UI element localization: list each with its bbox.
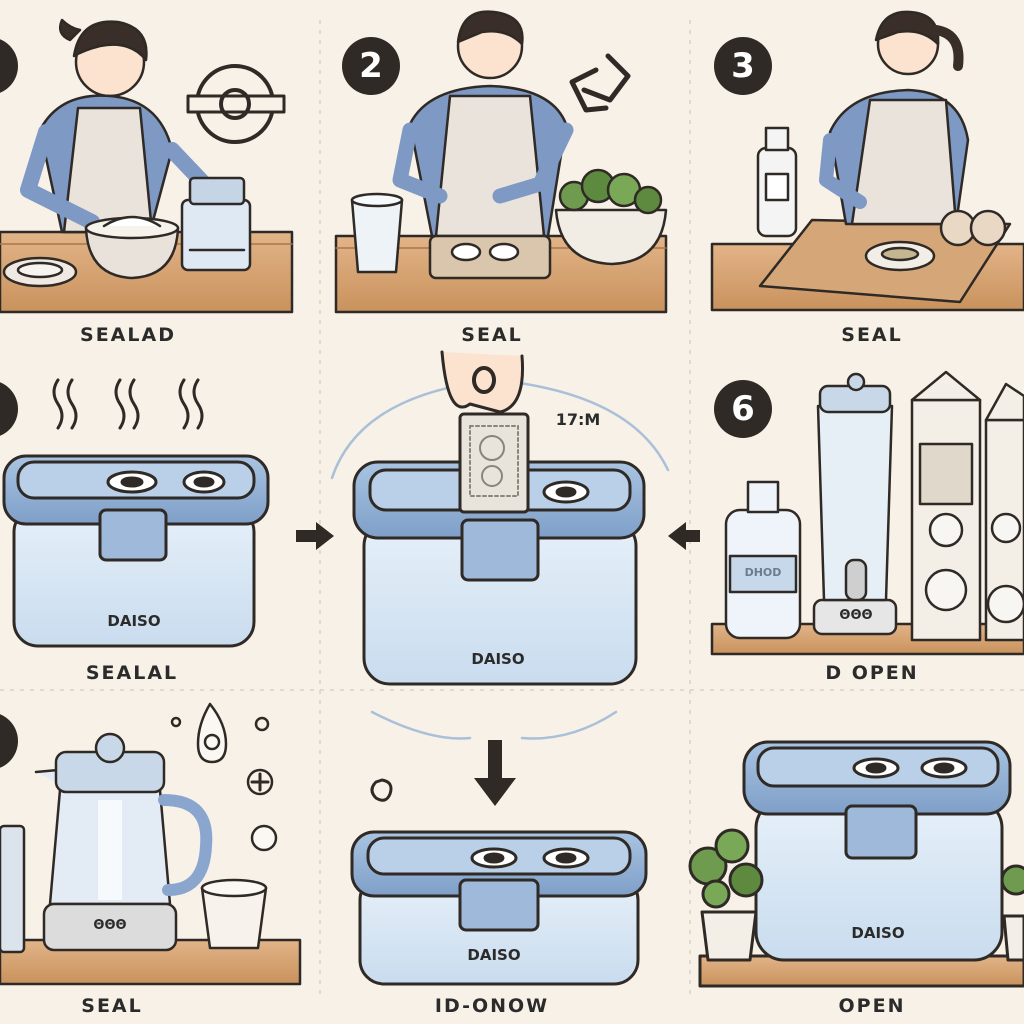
caption-step-4: SEALAL xyxy=(85,662,179,684)
caption-step-9: OPEN xyxy=(838,995,906,1017)
timer-label: 17:M xyxy=(555,410,601,429)
step-number-badge: 3 xyxy=(714,37,772,95)
panel-dividers xyxy=(0,20,1024,1000)
caption-step-2: SEAL xyxy=(461,324,523,346)
caption-step-3: SEAL xyxy=(841,324,903,346)
container-brand-label: DAISO xyxy=(107,612,161,630)
caption-step-8: ID-ONOW xyxy=(434,995,550,1017)
panel-1-cook-rice xyxy=(0,18,294,314)
bottle-label: DHOD xyxy=(744,566,782,579)
arrows xyxy=(296,522,700,806)
step-number: 3 xyxy=(731,46,755,86)
step-number-badge: 6 xyxy=(714,380,772,438)
container-brand-label: DAISO xyxy=(471,650,525,668)
step-number: 2 xyxy=(359,46,383,86)
panel-8-container-closed xyxy=(350,710,648,986)
panel-5-container-seal xyxy=(330,350,670,686)
step-number-badge-cropped xyxy=(0,712,18,770)
panel-2-prepare xyxy=(334,10,668,314)
step-number-badge-cropped xyxy=(0,37,18,95)
step-number-badge: 2 xyxy=(342,37,400,95)
panel-4-container-steam xyxy=(2,378,270,648)
panel-9-container-open xyxy=(688,740,1024,988)
panel-7-kettle xyxy=(0,702,302,986)
panel-3-slice xyxy=(710,10,1024,312)
panel-6-storage xyxy=(710,370,1024,656)
step-number-badge-cropped xyxy=(0,380,18,438)
container-brand-label: DAISO xyxy=(467,946,521,964)
step-number: 6 xyxy=(731,389,755,429)
container-brand-label: DAISO xyxy=(851,924,905,942)
appliance-label: ΘΘΘ xyxy=(93,918,127,933)
caption-step-1: SEALAD xyxy=(80,324,176,346)
caption-step-7: SEAL xyxy=(81,995,143,1017)
appliance-label: ΘΘΘ xyxy=(839,608,873,623)
caption-step-6: D OPEN xyxy=(825,662,919,684)
